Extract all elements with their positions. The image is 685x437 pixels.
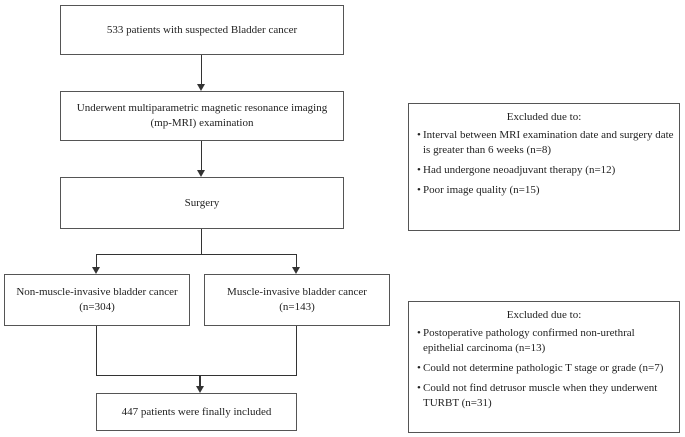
connector-surgery-down — [201, 229, 202, 254]
nmibc-label: Non-muscle-invasive bladder cancer — [16, 286, 178, 298]
nmibc-box: Non-muscle-invasive bladder cancer (n=30… — [4, 274, 190, 326]
exclusion-title-1: Excluded due to: — [506, 111, 582, 123]
arrow-2-3 — [197, 170, 205, 177]
mri-exam-box: Underwent multiparametric magnetic reson… — [60, 91, 344, 141]
exclusion2-item-t-stage: Could not determine pathologic T stage o… — [417, 361, 675, 376]
exclusion2-item-pathology: Postoperative pathology confirmed non-ur… — [417, 326, 675, 356]
connector-2-3 — [201, 141, 202, 171]
mibc-count: (n=143) — [279, 301, 315, 313]
exclusion-list-1: Interval between MRI examination date an… — [409, 128, 679, 198]
final-included-text: 447 patients were finally included — [121, 405, 272, 418]
arrow-to-nmibc — [92, 267, 100, 274]
mibc-box: Muscle-invasive bladder cancer (n=143) — [204, 274, 390, 326]
exclusion1-item-image-quality: Poor image quality (n=15) — [417, 183, 675, 198]
arrow-to-mibc — [292, 267, 300, 274]
connector-1-2 — [201, 55, 202, 85]
surgery-text: Surgery — [184, 196, 220, 209]
exclusion-box-1: Excluded due to: Interval between MRI ex… — [408, 103, 680, 231]
exclusion1-item-neoadjuvant: Had undergone neoadjuvant therapy (n=12) — [417, 163, 675, 178]
final-included-box: 447 patients were finally included — [96, 393, 297, 431]
arrow-to-final — [196, 386, 204, 393]
mibc-label: Muscle-invasive bladder cancer — [227, 286, 367, 298]
exclusion2-item-detrusor: Could not find detrusor muscle when they… — [417, 381, 675, 411]
exclusion1-item-interval: Interval between MRI examination date an… — [417, 128, 675, 158]
connector-merge-left — [96, 326, 97, 376]
patients-suspected-text: 533 patients with suspected Bladder canc… — [106, 23, 298, 36]
exclusion-list-2: Postoperative pathology confirmed non-ur… — [409, 326, 679, 411]
mri-exam-line2: (mp-MRI) examination — [150, 117, 254, 129]
surgery-box: Surgery — [60, 177, 344, 229]
nmibc-count: (n=304) — [79, 301, 115, 313]
connector-split-left — [96, 254, 97, 268]
connector-merge-down — [199, 375, 201, 387]
arrow-1-2 — [197, 84, 205, 91]
connector-split-horizontal — [96, 254, 297, 255]
exclusion-title-2: Excluded due to: — [506, 309, 582, 321]
patients-suspected-box: 533 patients with suspected Bladder canc… — [60, 5, 344, 55]
connector-merge-horizontal — [96, 375, 297, 376]
connector-merge-right — [296, 326, 297, 376]
connector-split-right — [296, 254, 297, 268]
exclusion-box-2: Excluded due to: Postoperative pathology… — [408, 301, 680, 433]
mri-exam-line1: Underwent multiparametric magnetic reson… — [76, 102, 328, 114]
